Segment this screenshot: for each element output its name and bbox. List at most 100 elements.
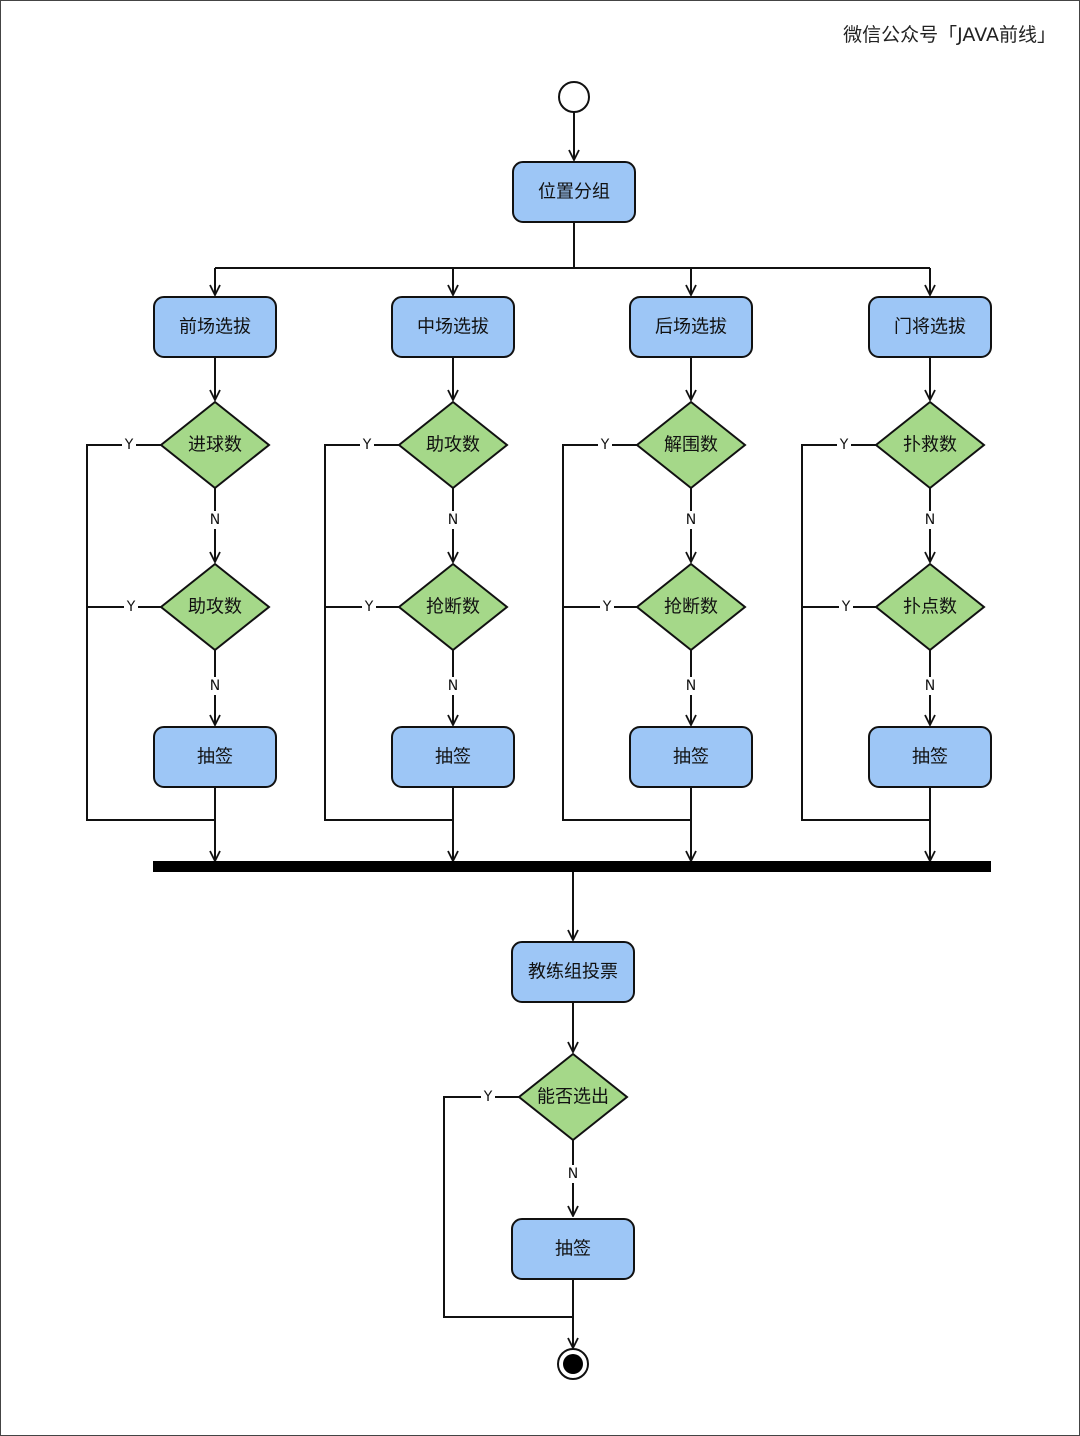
col3-d2-no-label-bg bbox=[684, 677, 698, 695]
col2-select-node-box bbox=[391, 296, 515, 358]
col4-d2-no-label-bg bbox=[923, 677, 937, 695]
node-position-group-label: 位置分组 bbox=[538, 182, 610, 203]
node-position-group-box bbox=[512, 161, 636, 223]
col4-d2-yes-label-bg bbox=[839, 598, 853, 616]
col1-d2-no-label-bg bbox=[208, 677, 222, 695]
col1-decision-2: 助攻数 bbox=[159, 562, 271, 652]
col1-draw-node-label: 抽签 bbox=[197, 747, 233, 768]
col2-draw-node: 抽签 bbox=[391, 726, 515, 788]
col3-draw-node: 抽签 bbox=[629, 726, 753, 788]
col1-select-node-label: 前场选拔 bbox=[179, 317, 251, 338]
node-final-draw-label: 抽签 bbox=[555, 1239, 591, 1260]
col3-decision-1: 解围数 bbox=[635, 400, 747, 490]
col1-draw-node-box bbox=[153, 726, 277, 788]
col4-draw-node-box bbox=[868, 726, 992, 788]
col2-decision-1-label: 助攻数 bbox=[426, 435, 480, 456]
col4-decision-2: 扑点数 bbox=[874, 562, 986, 652]
col2-draw-node-label: 抽签 bbox=[435, 747, 471, 768]
node-final-decision-shape bbox=[517, 1052, 629, 1142]
col1-draw-node: 抽签 bbox=[153, 726, 277, 788]
col1-decision-2-shape bbox=[159, 562, 271, 652]
node-position-group: 位置分组 bbox=[512, 161, 636, 223]
col2-draw-node-box bbox=[391, 726, 515, 788]
col4-d1-yes-label: Y bbox=[839, 437, 849, 453]
final-no-label-bg bbox=[566, 1165, 580, 1183]
col1-decision-1-label: 进球数 bbox=[188, 435, 242, 456]
col3-d1-yes-label: Y bbox=[600, 437, 610, 453]
start-node bbox=[558, 81, 590, 113]
col2-d1-yes-label: Y bbox=[362, 437, 372, 453]
col1-decision-1: 进球数 bbox=[159, 400, 271, 490]
col3-decision-1-label: 解围数 bbox=[664, 435, 718, 456]
col1-decision-1-shape bbox=[159, 400, 271, 490]
col2-select-node: 中场选拔 bbox=[391, 296, 515, 358]
col4-decision-2-shape bbox=[874, 562, 986, 652]
col2-d2-no-label-bg bbox=[446, 677, 460, 695]
col1-d1-no-label-bg bbox=[208, 511, 222, 529]
col4-d1-yes-label-bg bbox=[837, 436, 851, 454]
col4-decision-1-label: 扑救数 bbox=[903, 435, 957, 456]
final-yes-label: Y bbox=[483, 1089, 493, 1105]
col4-d1-no-label: N bbox=[925, 512, 935, 528]
col2-d1-no-label: N bbox=[448, 512, 458, 528]
node-final-draw-box bbox=[511, 1218, 635, 1280]
col2-select-node-label: 中场选拔 bbox=[417, 317, 489, 338]
col2-d2-yes-label: Y bbox=[364, 599, 374, 615]
col1-d1-yes-label: Y bbox=[124, 437, 134, 453]
col2-d2-yes-label-bg bbox=[362, 598, 376, 616]
col4-draw-node-label: 抽签 bbox=[912, 747, 948, 768]
node-coach-vote-label: 教练组投票 bbox=[528, 962, 618, 983]
col3-d1-no-label-bg bbox=[684, 511, 698, 529]
col4-select-node-label: 门将选拔 bbox=[894, 317, 966, 338]
col3-decision-1-shape bbox=[635, 400, 747, 490]
col1-select-node: 前场选拔 bbox=[153, 296, 277, 358]
col2-d2-no-label: N bbox=[448, 678, 458, 694]
col4-decision-1-shape bbox=[874, 400, 986, 490]
col3-d2-yes-label-bg bbox=[600, 598, 614, 616]
col1-d2-yes-label: Y bbox=[126, 599, 136, 615]
col2-decision-2-shape bbox=[397, 562, 509, 652]
col3-draw-node-box bbox=[629, 726, 753, 788]
nodes-layer: 位置分组前场选拔进球数助攻数抽签中场选拔助攻数抢断数抽签后场选拔解围数抢断数抽签… bbox=[153, 81, 992, 1380]
node-final-draw: 抽签 bbox=[511, 1218, 635, 1280]
col1-select-node-box bbox=[153, 296, 277, 358]
join-bar bbox=[153, 861, 991, 872]
final-yes-label-bg bbox=[481, 1088, 495, 1106]
edge-final-yes bbox=[443, 1096, 573, 1318]
col4-decision-1: 扑救数 bbox=[874, 400, 986, 490]
col1-d2-no-label: N bbox=[210, 678, 220, 694]
col1-decision-2-label: 助攻数 bbox=[188, 597, 242, 618]
node-coach-vote: 教练组投票 bbox=[511, 941, 635, 1003]
col3-draw-node-label: 抽签 bbox=[673, 747, 709, 768]
col4-draw-node: 抽签 bbox=[868, 726, 992, 788]
col4-d1-no-label-bg bbox=[923, 511, 937, 529]
col4-d2-no-label: N bbox=[925, 678, 935, 694]
col2-decision-1: 助攻数 bbox=[397, 400, 509, 490]
col2-decision-2-label: 抢断数 bbox=[426, 597, 480, 618]
col4-select-node-box bbox=[868, 296, 992, 358]
col3-decision-2: 抢断数 bbox=[635, 562, 747, 652]
node-final-decision-label: 能否选出 bbox=[537, 1087, 609, 1108]
col2-d1-no-label-bg bbox=[446, 511, 460, 529]
col3-select-node-box bbox=[629, 296, 753, 358]
col4-decision-2-label: 扑点数 bbox=[903, 597, 957, 618]
col1-d1-no-label: N bbox=[210, 512, 220, 528]
node-coach-vote-box bbox=[511, 941, 635, 1003]
col3-d2-no-label: N bbox=[686, 678, 696, 694]
col3-d2-yes-label: Y bbox=[602, 599, 612, 615]
final-no-label: N bbox=[568, 1166, 578, 1182]
col4-select-node: 门将选拔 bbox=[868, 296, 992, 358]
col2-decision-2: 抢断数 bbox=[397, 562, 509, 652]
col4-d2-yes-label: Y bbox=[841, 599, 851, 615]
col3-select-node-label: 后场选拔 bbox=[655, 317, 727, 338]
col2-decision-1-shape bbox=[397, 400, 509, 490]
col3-select-node: 后场选拔 bbox=[629, 296, 753, 358]
node-final-decision: 能否选出 bbox=[517, 1052, 629, 1142]
col2-d1-yes-label-bg bbox=[360, 436, 374, 454]
col1-d1-yes-label-bg bbox=[122, 436, 136, 454]
watermark-text: 微信公众号「JAVA前线」 bbox=[843, 24, 1056, 46]
end-node-core bbox=[563, 1354, 583, 1374]
col3-decision-2-label: 抢断数 bbox=[664, 597, 718, 618]
